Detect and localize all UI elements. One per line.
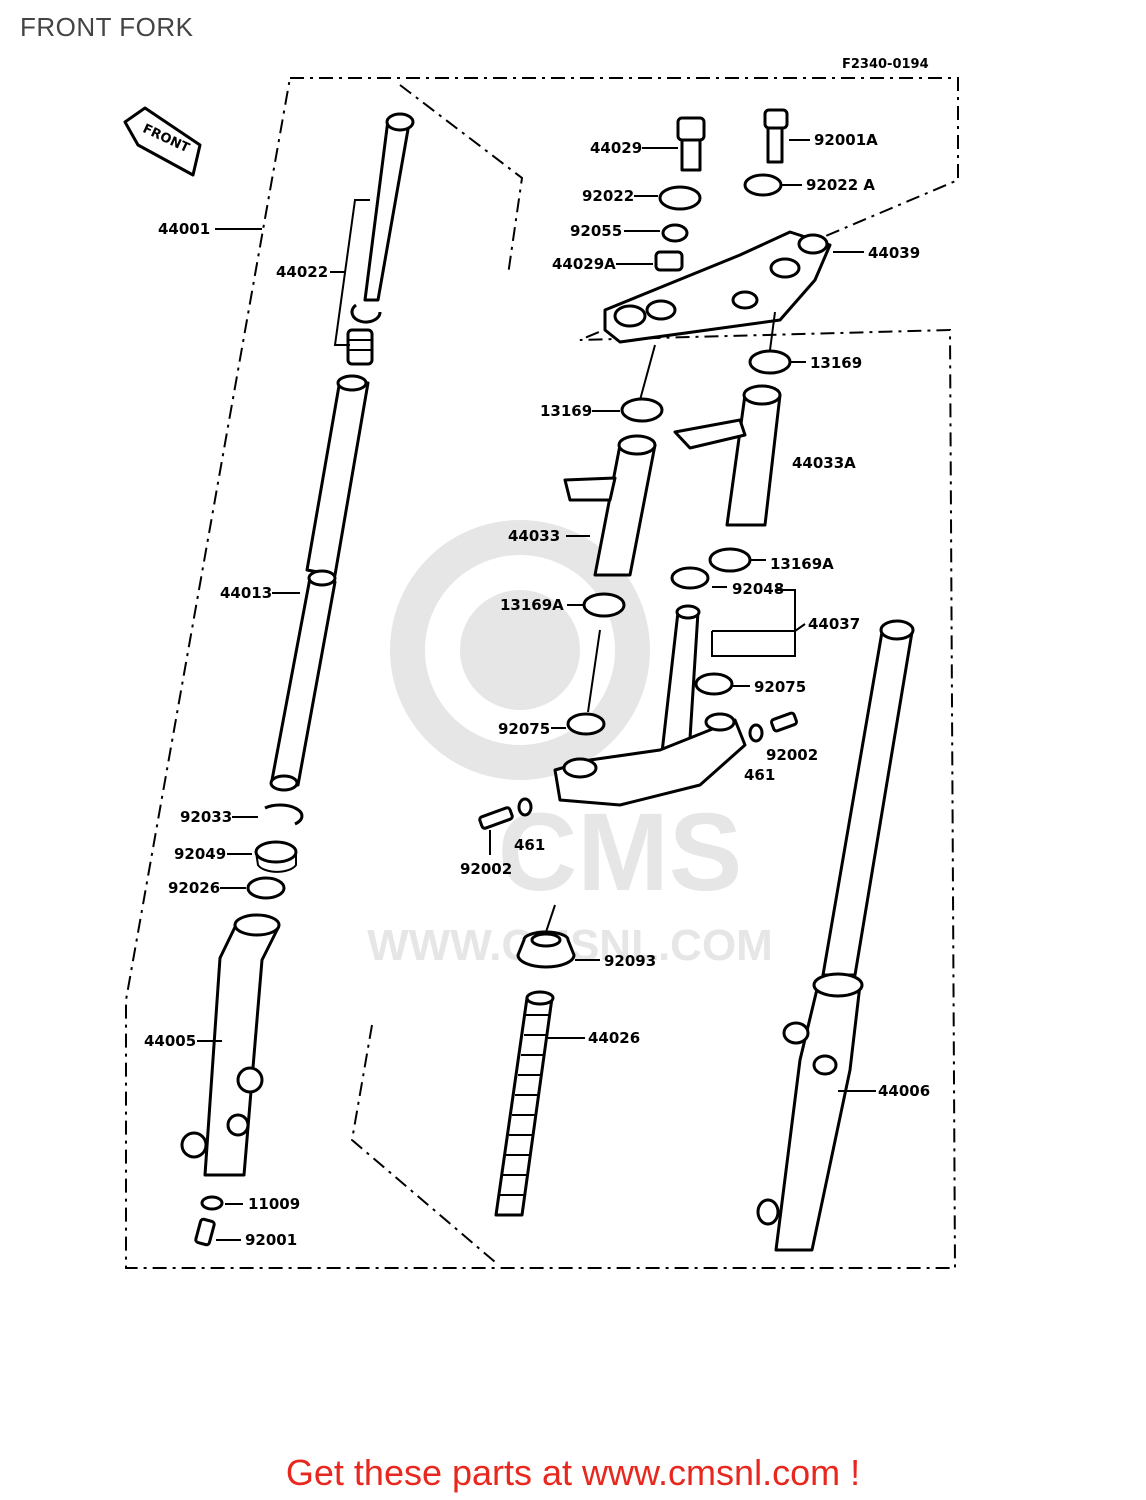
callout-92026: 92026 — [168, 879, 220, 897]
callout-44026: 44026 — [588, 1029, 640, 1047]
callout-92093: 92093 — [604, 952, 656, 970]
callout-92033: 92033 — [180, 808, 232, 826]
callout-44029: 44029 — [590, 139, 642, 157]
callout-44005: 44005 — [144, 1032, 196, 1050]
callout-13169-b: 13169 — [540, 402, 592, 420]
callout-44013: 44013 — [220, 584, 272, 602]
footer-promo-link[interactable]: Get these parts at www.cmsnl.com ! — [285, 1452, 861, 1493]
callout-461-b: 461 — [514, 836, 545, 854]
callout-13169A-b: 13169A — [500, 596, 564, 614]
callout-44037: 44037 — [808, 615, 860, 633]
figure-code: F2340-0194 — [842, 57, 929, 72]
callout-labels: 44001 44022 44013 92033 92049 92026 4400… — [144, 131, 930, 1249]
exploded-parts-diagram: CMS WWW.CMSNL.COM FRONT F2340-0194 — [123, 57, 959, 1269]
callout-92075-b: 92075 — [498, 720, 550, 738]
callout-13169-a: 13169 — [810, 354, 862, 372]
callout-44022: 44022 — [276, 263, 328, 281]
callout-92002-a: 92002 — [766, 746, 818, 764]
callout-44029A: 44029A — [552, 255, 616, 273]
callout-92002-b: 92002 — [460, 860, 512, 878]
callout-44033A: 44033A — [792, 454, 856, 472]
callout-92049: 92049 — [174, 845, 226, 863]
watermark-brand: CMS — [498, 791, 742, 914]
callout-44001: 44001 — [158, 220, 210, 238]
callout-461-a: 461 — [744, 766, 775, 784]
callout-92022A: 92022 A — [806, 176, 875, 194]
callout-44006: 44006 — [878, 1082, 930, 1100]
callout-13169A-a: 13169A — [770, 555, 834, 573]
top-clamp-parts — [478, 108, 832, 1217]
page-title: FRONT FORK — [20, 12, 194, 42]
callout-11009: 11009 — [248, 1195, 300, 1213]
right-fork-parts — [756, 619, 915, 1252]
callout-92001A: 92001A — [814, 131, 878, 149]
frame-lines — [125, 77, 959, 1269]
callout-44033: 44033 — [508, 527, 560, 545]
callout-44039: 44039 — [868, 244, 920, 262]
callout-92055: 92055 — [570, 222, 622, 240]
callout-92075-a: 92075 — [754, 678, 806, 696]
left-fork-parts — [180, 112, 415, 1247]
leader-lines — [197, 139, 876, 1241]
callout-92022: 92022 — [582, 187, 634, 205]
callout-92048: 92048 — [732, 580, 784, 598]
callout-92001: 92001 — [245, 1231, 297, 1249]
front-arrow-icon: FRONT — [123, 106, 202, 177]
